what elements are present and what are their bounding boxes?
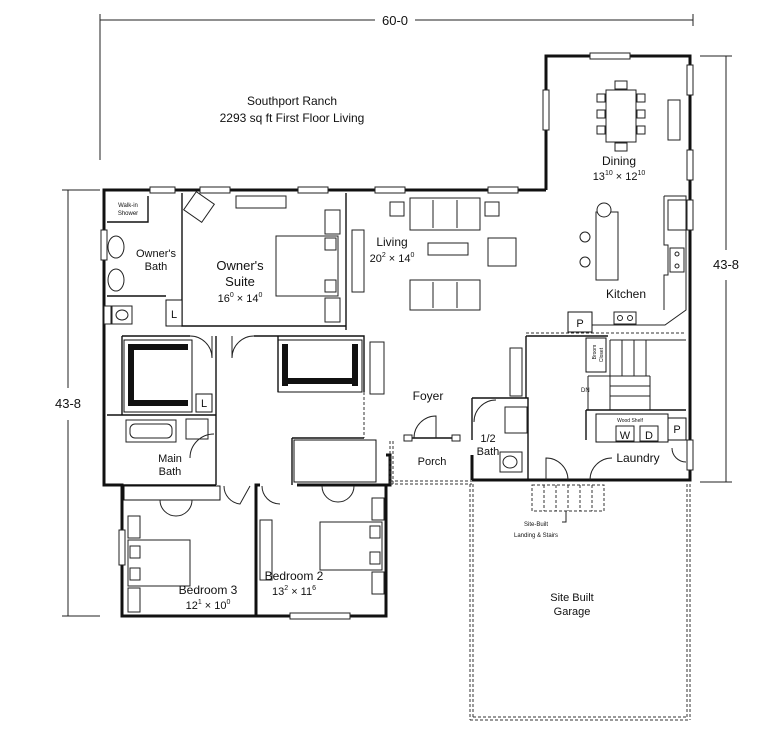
bedroom-2: Bedroom 2 132 × 116 [259,485,385,598]
walk-in-shower-2: Shower [118,211,138,217]
living-label: Living [376,235,407,249]
broom-closet-1: Broom [592,345,598,360]
washer-label: W [620,430,631,442]
plan-title: Southport Ranch [247,94,337,108]
bedroom-3: Bedroom 3 121 × 100 [127,485,251,613]
main-bath-label-2: Bath [159,466,182,478]
laundry-pantry-label: P [673,424,680,436]
linen-label-1: L [171,309,177,321]
kitchen-pantry-label: P [576,318,583,330]
site-built-landing: Site-Built Landing & Stairs [514,484,605,539]
plan-subtitle: 2293 sq ft First Floor Living [220,111,365,125]
porch-label: Porch [418,456,447,468]
linen-label-2: L [201,398,207,410]
interior-walls [121,335,528,616]
stairs-laundry: Broom Closet DN Wood Shelf W D P Laundry [525,332,687,481]
owners-suite-label-2: Suite [225,274,255,289]
bedroom2-label: Bedroom 2 [265,569,324,583]
foyer-label: Foyer [413,389,444,403]
closets: L [123,335,377,501]
dimension-top: 60-0 [99,13,694,160]
main-bath: Main Bath [107,414,216,486]
dimension-right-label: 43-8 [713,257,739,272]
kitchen-label: Kitchen [606,287,646,301]
stairs-label-1: Site-Built [524,522,548,528]
broom-closet-2: Closet [599,347,605,362]
bedroom3-label: Bedroom 3 [179,583,238,597]
garage: Site Built Garage [469,484,691,721]
owners-suite: L Owner's Suite 160 × 140 [165,190,346,327]
laundry-label: Laundry [616,451,659,465]
garage-label-2: Garage [554,606,591,618]
owners-suite-label-1: Owner's [216,258,264,273]
dimension-right: 43-8 [700,55,739,483]
foyer: Foyer Porch [363,341,523,485]
dryer-label: D [645,430,653,442]
owners-suite-size: 160 × 140 [218,292,263,305]
dimension-top-label: 60-0 [382,13,408,28]
dimension-left: 43-8 [55,189,100,617]
walk-in-shower-1: Walk-in [118,203,138,209]
owners-bath: Walk-in Shower Owner's Bath [103,196,176,325]
dining-label: Dining [602,154,636,168]
half-bath-label-1: 1/2 [480,433,495,445]
dining-room: Dining 1310 × 1210 [593,80,681,183]
kitchen: P Kitchen [567,195,687,333]
main-bath-label-1: Main [158,453,182,465]
dining-size: 1310 × 1210 [593,170,646,183]
half-bath-label-2: Bath [477,446,500,458]
dimension-left-label: 43-8 [55,396,81,411]
living-room: Living 202 × 140 [345,193,517,330]
half-bath: 1/2 Bath [471,397,529,480]
bedroom3-size: 121 × 100 [186,599,231,612]
windows [100,52,694,620]
stairs-label-2: Landing & Stairs [514,533,558,539]
wood-shelf-label: Wood Shelf [617,418,643,424]
down-label: DN [581,388,590,394]
living-size: 202 × 140 [370,252,415,265]
owners-bath-label-1: Owner's [136,248,176,260]
garage-label-1: Site Built [550,592,593,604]
bedroom2-size: 132 × 116 [272,585,316,598]
owners-bath-label-2: Bath [145,261,168,273]
